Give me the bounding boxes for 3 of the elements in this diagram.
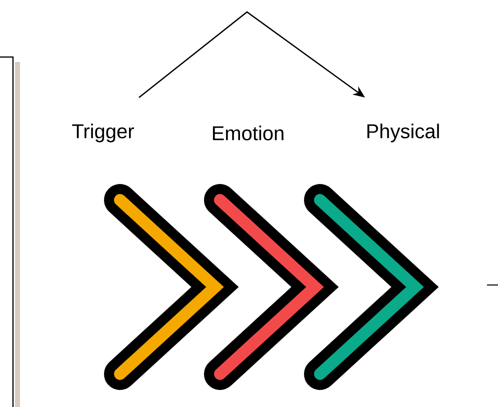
step-label: Physical — [367, 124, 439, 142]
step-label: Emotion — [212, 126, 284, 140]
step-label: Trigger — [72, 124, 134, 142]
